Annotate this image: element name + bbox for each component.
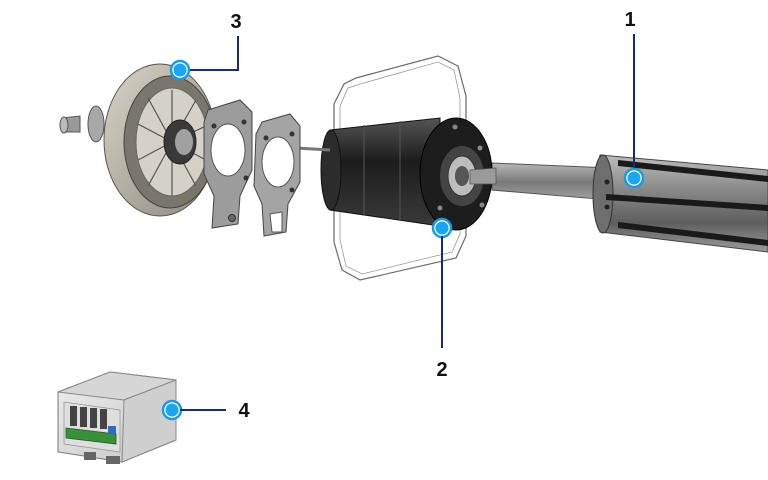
callout-number-4: 4 <box>238 400 250 422</box>
controller-module <box>57 371 177 464</box>
callout-4: 4 <box>161 399 250 422</box>
leader-line-3 <box>188 36 239 71</box>
callout-number-2: 2 <box>436 359 447 381</box>
callout-3: 3 <box>169 11 242 81</box>
motor-assembly <box>295 55 497 281</box>
brake-assembly <box>59 63 301 237</box>
callout-1: 1 <box>623 9 645 189</box>
callout-number-1: 1 <box>624 9 635 31</box>
callout-number-3: 3 <box>230 11 241 33</box>
callout-2: 2 <box>431 217 453 381</box>
